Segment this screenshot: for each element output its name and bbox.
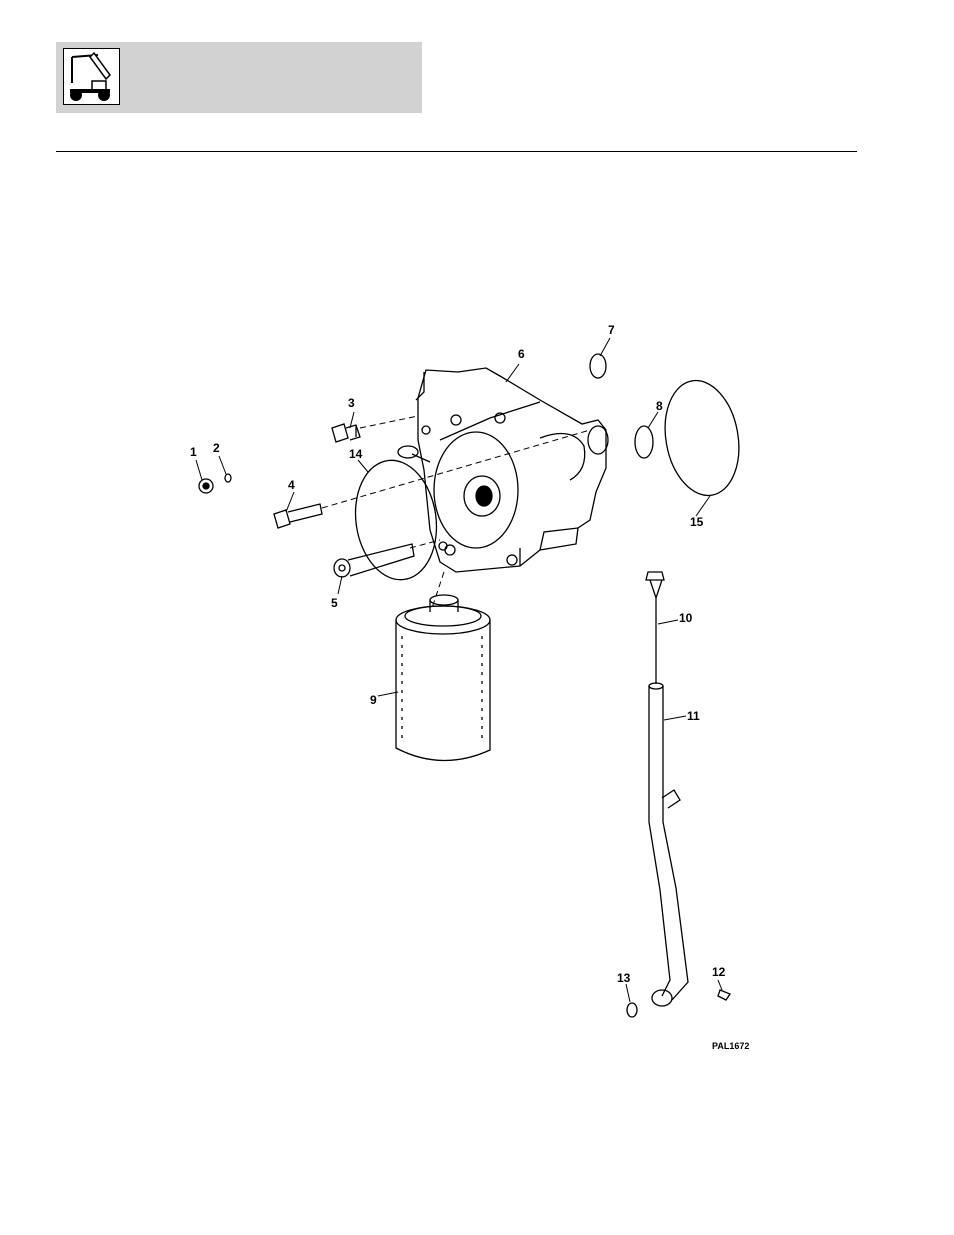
callout-8: 8	[656, 399, 663, 413]
bolt-4	[274, 504, 322, 528]
callout-15: 15	[690, 515, 704, 529]
callout-13: 13	[617, 971, 631, 985]
filter-head-housing	[398, 368, 608, 572]
bolt-3	[332, 424, 360, 442]
plug-1	[199, 479, 213, 493]
callout-4: 4	[288, 478, 295, 492]
callout-7: 7	[608, 323, 615, 337]
callout-1: 1	[190, 445, 197, 459]
callout-3: 3	[348, 396, 355, 410]
o-ring-13	[627, 1003, 637, 1017]
screw-12	[718, 990, 730, 1000]
callout-5: 5	[331, 596, 338, 610]
callout-6: 6	[518, 347, 525, 361]
dipstick-tube-11	[649, 683, 688, 1006]
callout-10: 10	[679, 611, 693, 625]
callout-2: 2	[213, 441, 220, 455]
washer-2	[225, 474, 231, 482]
figure-reference: PAL1672	[712, 1041, 749, 1051]
callout-labels: 1 2 3 4 5 6 7 8 9 10 11 12 13 14 15	[190, 323, 726, 985]
bolt-5	[334, 544, 414, 577]
dipstick-10	[646, 572, 664, 684]
gasket-15	[656, 375, 747, 502]
callout-9: 9	[370, 693, 377, 707]
callout-14: 14	[349, 447, 363, 461]
assembly-lines	[322, 416, 590, 608]
o-ring-8	[635, 426, 653, 458]
o-ring-7	[590, 354, 606, 378]
leader-lines	[196, 338, 722, 1002]
oil-filter-cartridge	[396, 595, 490, 761]
callout-11: 11	[687, 709, 700, 723]
callout-12: 12	[712, 965, 726, 979]
